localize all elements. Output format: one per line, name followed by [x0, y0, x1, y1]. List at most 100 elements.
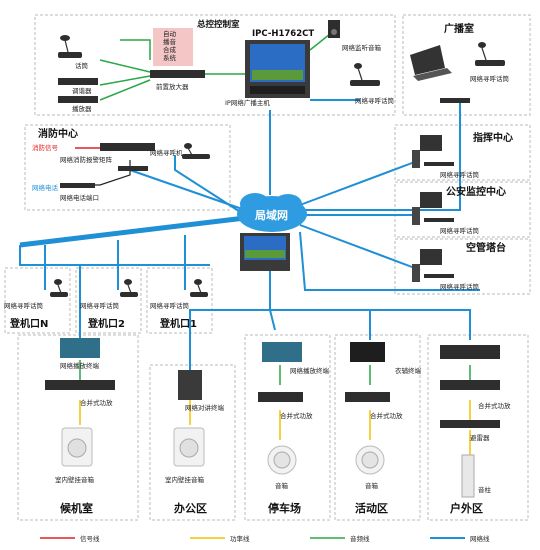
arrester-icon	[440, 420, 500, 428]
gate-2-mic-label: 网络寻呼话筒	[80, 301, 120, 310]
waiting-terminal-label: 网络播放终端	[60, 361, 100, 370]
police-mic-label: 网络寻呼话筒	[440, 226, 480, 235]
phone-label: 网络电话	[32, 183, 59, 192]
auto-system-box	[153, 28, 193, 66]
parking-title: 停车场	[268, 501, 301, 515]
control-room-box	[34, 14, 396, 116]
parking-terminal-label: 网络播放终端	[290, 366, 330, 375]
waiting-zone-box	[17, 334, 139, 521]
gate-n-box	[4, 267, 71, 334]
terminal-icon	[350, 342, 385, 362]
audio-line	[120, 39, 151, 60]
fire-center-title: 消防中心	[38, 127, 78, 140]
activity-speaker-label: 音箱	[365, 481, 379, 490]
phone-port-icon	[60, 183, 95, 188]
legend-power-label: 功率线	[230, 534, 250, 543]
amplifier-icon	[440, 380, 500, 390]
player-icon	[58, 96, 98, 103]
outdoor-column-label: 音柱	[478, 485, 492, 494]
fire-matrix-label: 网络消防报警矩阵	[60, 155, 113, 164]
activity-terminal-label: 衣辅终端	[395, 366, 422, 375]
net-line	[269, 270, 276, 331]
wall-speaker-icon	[61, 427, 93, 467]
gate-1-mic-label: 网络寻呼话筒	[150, 301, 190, 310]
gate-2-title: 登机口2	[87, 317, 125, 330]
tower-title: 空管塔台	[466, 241, 506, 254]
audio-line	[99, 79, 151, 101]
tuner-icon	[58, 78, 98, 85]
net-line	[299, 231, 480, 291]
intercom-terminal-icon	[178, 370, 202, 400]
monitor-speaker-label: 网络监听音箱	[342, 43, 382, 52]
secondary-host-icon	[240, 233, 290, 271]
gate-mic-icon	[120, 279, 138, 297]
tuner-label: 调谐器	[72, 86, 92, 95]
office-intercom-label: 网络对讲终端	[185, 403, 225, 412]
amplifier-icon	[345, 392, 390, 402]
gate-n-title: 登机口N	[9, 317, 48, 330]
play-terminal-icon	[60, 338, 100, 358]
net-line	[189, 309, 270, 370]
activity-zone-box	[334, 334, 421, 521]
wall-speaker-icon	[173, 427, 205, 467]
lan-cloud-icon	[237, 193, 307, 232]
amplifier-icon	[258, 392, 303, 402]
gate-n-mic-label: 网络寻呼话筒	[4, 301, 44, 310]
police-center-title: 公安监控中心	[446, 185, 506, 198]
fire-signal-label: 消防信号	[32, 143, 59, 152]
audio-line	[99, 75, 151, 86]
switch-icon	[440, 98, 470, 103]
parking-amp-label: 合并式功放	[280, 411, 313, 420]
broadcast-mic-label: 网络寻呼话筒	[470, 74, 510, 83]
net-line	[174, 155, 246, 216]
network-mic-label: 网络寻呼话筒	[355, 96, 395, 105]
player-label: 播放器	[72, 104, 92, 113]
legend-signal-label: 信号线	[80, 534, 100, 543]
tower-mic-label: 网络寻呼话筒	[440, 282, 480, 291]
computer-icon	[412, 135, 454, 168]
gate-mic-icon	[50, 279, 68, 297]
tower-box	[394, 238, 531, 295]
gate-1-box	[146, 267, 213, 334]
laptop-icon	[410, 45, 452, 81]
activity-title: 活动区	[355, 501, 388, 515]
outdoor-zone-box	[427, 334, 529, 521]
net-line	[370, 309, 471, 340]
preamp-label: 前置放大器	[156, 82, 189, 91]
fire-switch-icon	[118, 166, 148, 171]
computer-icon	[412, 192, 454, 225]
gate-mic-icon	[190, 279, 208, 297]
amplifier-icon	[45, 380, 115, 390]
broadcast-host-label: IP网络广播主机	[225, 98, 270, 107]
outdoor-amp-label: 合并式功放	[478, 401, 511, 410]
play-terminal-icon	[262, 342, 302, 362]
broadcast-room-title: 广播室	[444, 22, 474, 35]
fire-center-box	[24, 124, 231, 211]
network-mic-icon	[350, 63, 380, 86]
ceiling-speaker-icon	[355, 445, 385, 475]
mic-icon	[58, 35, 82, 58]
broadcast-room-box	[402, 14, 531, 116]
audio-line	[99, 59, 151, 73]
auto-line-3: 合成	[163, 45, 177, 54]
ceiling-speaker-icon	[267, 445, 297, 475]
phone-port-label: 网络电话端口	[60, 193, 99, 202]
net-line	[299, 224, 421, 271]
fire-matrix-icon	[100, 143, 155, 151]
lan-label: 局域网	[254, 208, 288, 222]
parking-speaker-label: 音箱	[275, 481, 289, 490]
office-zone-box	[149, 364, 236, 521]
command-center-title: 指挥中心	[473, 131, 513, 144]
waiting-amp-label: 合并式功放	[80, 398, 113, 407]
legend-network-label: 网络线	[470, 534, 490, 543]
broadcast-host-icon	[245, 40, 310, 98]
trunk-line	[19, 215, 246, 248]
mic-label: 话筒	[75, 61, 89, 70]
net-line	[299, 159, 421, 206]
net-line	[305, 100, 461, 211]
office-title: 办公区	[174, 501, 207, 515]
preamp-icon	[150, 70, 205, 78]
gate-1-title: 登机口1	[159, 317, 197, 330]
host-model: IPC-H1762CT	[252, 29, 314, 39]
